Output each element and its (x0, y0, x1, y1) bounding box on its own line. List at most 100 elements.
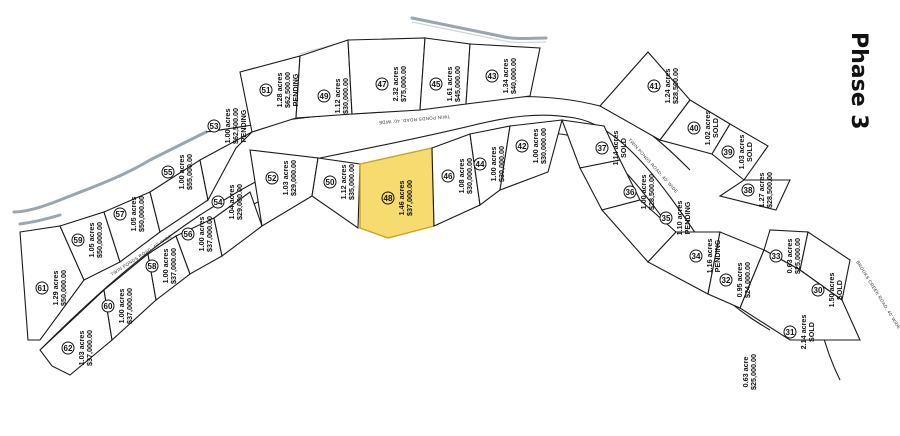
lot-number: 38 (744, 186, 753, 195)
lot-number: 62 (64, 344, 73, 353)
lot-info-line: 1.12 acres (339, 165, 348, 200)
lot-number-circle (181, 227, 195, 241)
lot-info-line: 1.00 acres (161, 249, 170, 284)
lot-info-line: 1.00 acres (117, 289, 126, 324)
lot-number: 39 (724, 148, 733, 157)
lot-info-line: SOLD (619, 138, 628, 158)
lot-info-line: 0.63 acres (785, 239, 794, 274)
lot-number: 30 (814, 286, 823, 295)
lot-number-circle (265, 171, 279, 185)
lot-number: 58 (148, 262, 157, 271)
lot-38[interactable] (718, 179, 791, 211)
lot-47[interactable] (347, 37, 426, 115)
lot-number-circle (473, 157, 487, 171)
lot-number-circle (145, 259, 159, 273)
lot-number-circle (687, 121, 701, 135)
lot-42[interactable] (499, 119, 563, 191)
lot-number-circle (769, 249, 783, 263)
lot-number-circle (259, 83, 273, 97)
lot-info-line: $30,000.00 (341, 78, 350, 114)
lot-number-circle (61, 341, 75, 355)
lot-53[interactable] (199, 131, 253, 202)
lot-39[interactable] (711, 123, 769, 181)
lot-number-circle (811, 283, 825, 297)
lot-info-line: $29,000.00 (289, 160, 298, 196)
lot-info-line: $45,000.00 (453, 66, 462, 102)
lot-info-line: 1.00 acres (531, 129, 540, 164)
lot-number: 45 (432, 80, 441, 89)
lot-number-circle (595, 141, 609, 155)
lot-number: 49 (320, 92, 329, 101)
lot-info-line: $50,000.00 (137, 196, 146, 232)
lot-info-line: 1.03 acres (737, 135, 746, 170)
lot-info-line: $28,500.00 (647, 174, 656, 210)
lot-info-line: 1.02 acres (703, 111, 712, 146)
lot-50[interactable] (311, 157, 361, 230)
lot-31[interactable] (739, 249, 861, 341)
lot-number-circle (741, 183, 755, 197)
lot-label-45: 45 1.61 acres$45,000.00 (429, 66, 462, 102)
lot-number-circle (721, 145, 735, 159)
lot-label-49: 49 1.12 acres$30,000.00 (317, 78, 350, 114)
lot-number-circle (485, 69, 499, 83)
lot-label-58: 58 1.00 acres$37,000.00 (145, 248, 178, 284)
lot-info-line: $28,500.00 (765, 172, 774, 208)
lot-info-line: $37,000.00 (85, 330, 94, 366)
lot-info-line: 1.00 acres (223, 109, 232, 144)
lot-info-line: $30,000.00 (497, 146, 506, 182)
lot-number: 42 (518, 142, 527, 151)
lot-info-line: 1.29 acres (51, 271, 60, 306)
lot-info-line: PENDING (291, 73, 300, 106)
lot-number-circle (429, 77, 443, 91)
lot-info-line: 1.12 acres (333, 79, 342, 114)
lot-48[interactable] (359, 147, 435, 239)
lot-info-line: 1.46 acres (397, 181, 406, 216)
lot-info-line: $37,000.00 (169, 248, 178, 284)
lot-number-circle (515, 139, 529, 153)
lot-info-line: 1.34 acres (501, 59, 510, 94)
lot-info-line: 1.50 acres (827, 273, 836, 308)
lot-61[interactable] (19, 225, 85, 341)
lot-info-line: 1.14 acres (611, 131, 620, 166)
lot-number-circle (647, 79, 661, 93)
lot-number-circle (689, 249, 703, 263)
lot-info-line: PENDING (683, 201, 692, 234)
lot-info-line: SOLD (807, 322, 816, 342)
lot-number-circle (161, 165, 175, 179)
lot-62[interactable] (39, 288, 113, 376)
lot-info-line: 2.14 acres (799, 315, 808, 350)
lot-info-line: 1.03 acres (77, 331, 86, 366)
lot-info-line: 1.28 acres (275, 73, 284, 108)
lot-number: 59 (74, 236, 83, 245)
lot-number: 52 (268, 174, 277, 183)
lot-number-circle (71, 233, 85, 247)
lot-number-circle (441, 169, 455, 183)
lot-number: 41 (650, 82, 659, 91)
lot-info-line: 1.05 acres (87, 223, 96, 258)
lot-info-line: 1.05 acres (129, 197, 138, 232)
lot-number: 54 (214, 198, 223, 207)
lot-info-line: 1.27 acres (757, 173, 766, 208)
lot-number: 50 (326, 178, 335, 187)
lot-43[interactable] (465, 43, 541, 105)
lot-number: 36 (626, 188, 635, 197)
lot-info-line: 1.61 acres (445, 67, 454, 102)
lot-number-circle (659, 211, 673, 225)
lot-number: 60 (104, 302, 113, 311)
lot-number: 53 (210, 122, 219, 131)
lot-info-line: $28,500.00 (671, 68, 680, 104)
lot-number-circle (35, 281, 49, 295)
